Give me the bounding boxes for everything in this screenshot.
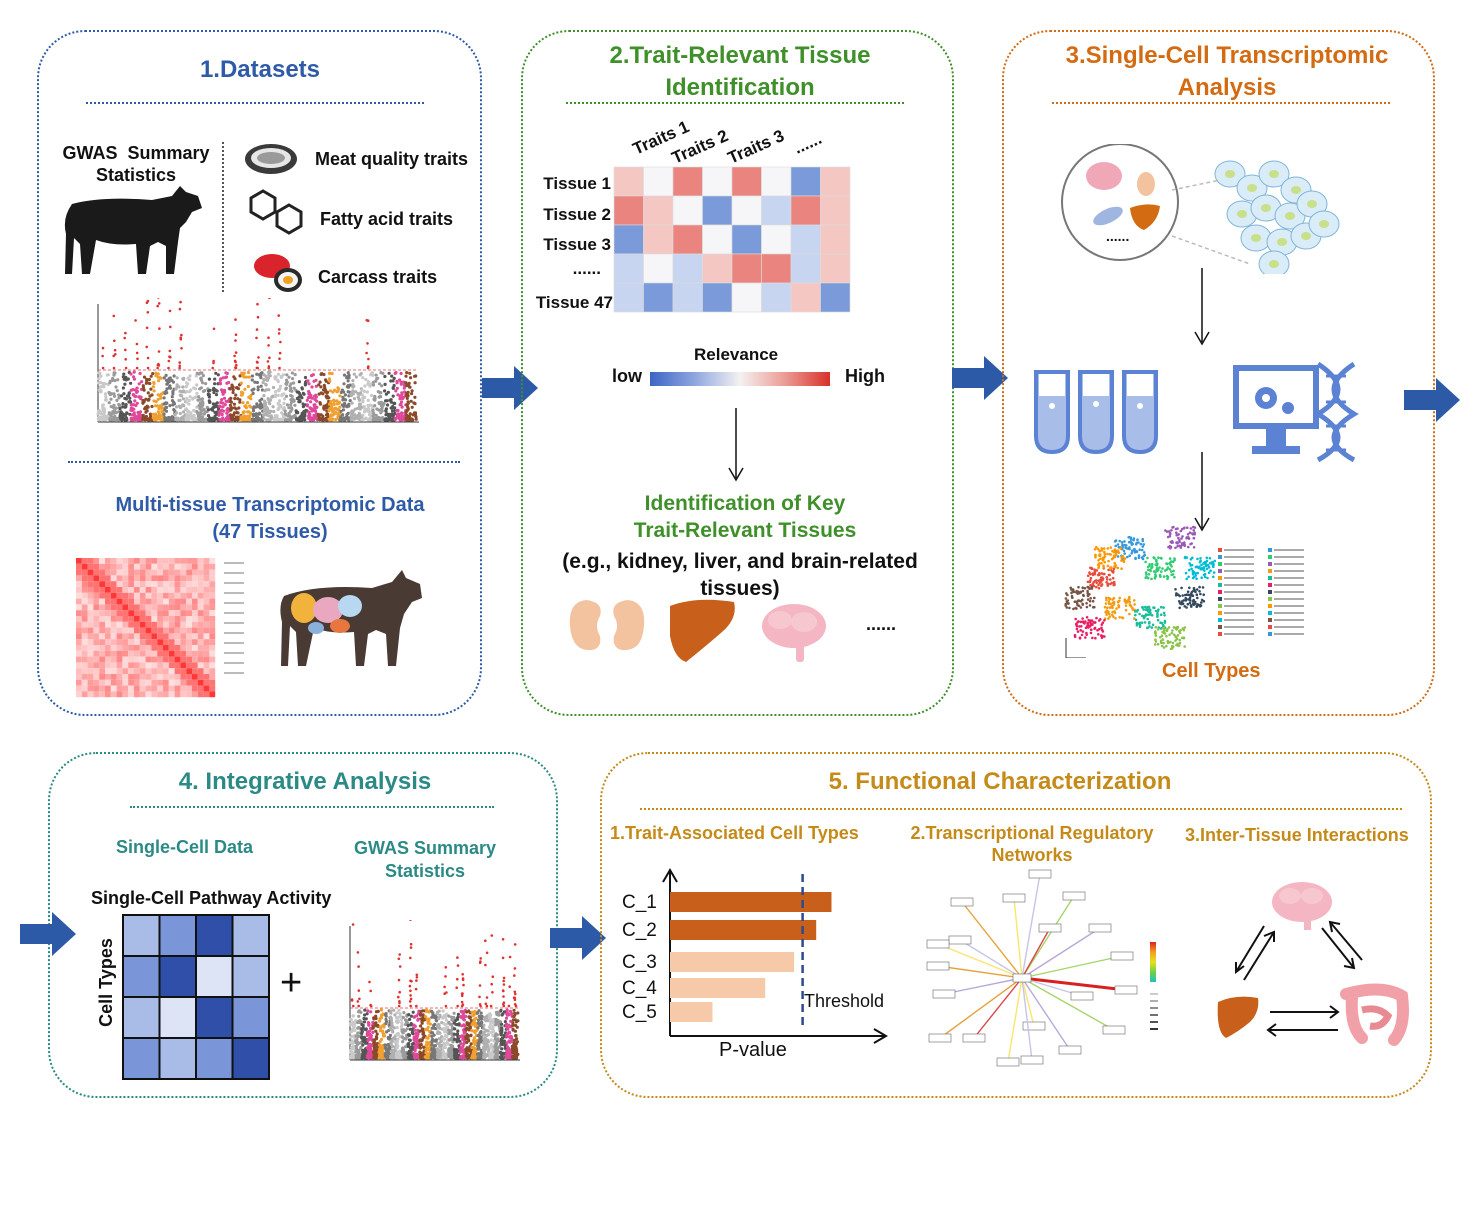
correlation-heatmap: [76, 558, 244, 698]
bar-c_1: [670, 892, 832, 912]
cell-types-label: Cell Types: [1162, 660, 1261, 682]
regulatory-network: [926, 869, 1158, 1067]
single-cell-data-label: Single-Cell Data: [116, 837, 254, 857]
trait-tissue-heatmap: Traits 1 Traits 2 Traits 3 ...... Tissue…: [536, 117, 851, 313]
bar-c_3: [670, 952, 795, 972]
sushi-icon: [254, 254, 302, 292]
plus-sign: +: [280, 962, 303, 1004]
tissue-label: Tissue 47: [536, 293, 613, 312]
datasets-divider: [68, 461, 460, 463]
cow-icon: [64, 186, 202, 274]
multi-tissue-label-1: Multi-tissue Transcriptomic Data: [115, 494, 425, 516]
pathway-activity-heatmap: [122, 914, 270, 1080]
single-cell-title-2: Analysis: [1177, 74, 1277, 101]
brain-icon: [1272, 882, 1332, 930]
down-arrow: [1194, 268, 1210, 346]
example-tissues-1: (e.g., kidney, liver, and brain-related: [562, 550, 918, 573]
gwas-label-2: Statistics: [384, 861, 466, 881]
flow-arrow-3: [1404, 378, 1460, 422]
tissue-label: Tissue 2: [543, 205, 611, 224]
example-tissues-2: tissues): [700, 577, 780, 600]
tissue-title-1: 2.Trait-Relevant Tissue: [609, 42, 871, 69]
flow-arrow-4: [20, 912, 76, 956]
functional-panel: [600, 752, 1432, 1098]
high-label: High: [845, 366, 885, 386]
flow-arrow-1: [482, 366, 538, 410]
liver-icon: [670, 599, 735, 662]
sub-regulatory-2: Networks: [991, 845, 1073, 865]
bar-label: C_1: [622, 892, 657, 913]
trait-label: Traits 3: [725, 126, 787, 168]
down-arrow: [728, 408, 744, 482]
organ-more-dots: ......: [1106, 228, 1130, 244]
relevance-label: Relevance: [694, 345, 779, 364]
brain-icon: [762, 604, 826, 662]
single-cell-title-1: 3.Single-Cell Transcriptomic: [1065, 42, 1389, 69]
manhattan-plot: [96, 298, 419, 423]
trait-label: ......: [791, 129, 825, 158]
tissue-label: ......: [573, 259, 601, 278]
meat-icon: [245, 144, 297, 174]
multi-tissue-label-2: (47 Tissues): [212, 521, 328, 543]
molecule-icon: [249, 189, 303, 235]
kidney-icon: [569, 600, 645, 651]
meat-quality-label: Meat quality traits: [315, 149, 469, 169]
functional-title: 5. Functional Characterization: [828, 768, 1172, 795]
inter-tissue-diagram: [1217, 882, 1409, 1046]
cow-anatomy-icon: [280, 570, 422, 666]
threshold-label: Threshold: [804, 991, 884, 1011]
gwas-divider: [222, 142, 224, 292]
sub-inter-tissue: 3.Inter-Tissue Interactions: [1185, 825, 1409, 845]
single-cell-title-underline: [1052, 102, 1390, 104]
tissue-label: Tissue 3: [543, 235, 611, 254]
tissue-label: Tissue 1: [543, 174, 611, 193]
bar-c_2: [670, 920, 817, 940]
datasets-title-underline: [86, 102, 424, 104]
manhattan-plot: [348, 920, 520, 1061]
test-tubes-icon: [1034, 370, 1158, 455]
tissue-to-cells-illustration: [1061, 144, 1340, 274]
bar-label: C_2: [622, 920, 657, 941]
bar-label: C_4: [622, 978, 657, 999]
computer-dna-icon: [1233, 362, 1359, 462]
flow-arrow-5: [550, 916, 606, 960]
pathway-activity-label: Single-Cell Pathway Activity: [91, 888, 332, 908]
cell-types-axis-label: Cell Types: [95, 938, 116, 1027]
key-tissue-label-2: Trait-Relevant Tissues: [633, 519, 857, 542]
tissue-title-underline: [566, 102, 904, 104]
pvalue-axis-label: P-value: [719, 1039, 787, 1061]
sub-regulatory-1: 2.Transcriptional Regulatory: [910, 823, 1154, 843]
intestine-icon: [1340, 983, 1409, 1046]
functional-title-underline: [640, 808, 1402, 810]
relevance-colorbar: [650, 372, 830, 386]
datasets-panel: [37, 30, 482, 716]
tissue-title-2: Identification: [665, 74, 815, 101]
low-label: low: [612, 366, 642, 386]
gwas-label-1: GWAS Summary: [353, 838, 497, 858]
bar-c_5: [670, 1002, 713, 1022]
sub-trait-cell-types: 1.Trait-Associated Cell Types: [610, 823, 859, 843]
down-arrow: [1194, 452, 1210, 532]
bar-label: C_5: [622, 1002, 657, 1023]
integrative-title-underline: [130, 806, 494, 808]
cell-type-bar-chart: C_1C_2C_3C_4C_5 Threshold P-value: [622, 868, 888, 1061]
single-cell-panel: [1002, 30, 1435, 716]
integrative-title: 4. Integrative Analysis: [178, 768, 432, 795]
bar-label: C_3: [622, 952, 657, 973]
fatty-acid-label: Fatty acid traits: [320, 209, 454, 229]
carcass-label: Carcass traits: [318, 267, 438, 287]
datasets-title: 1.Datasets: [199, 56, 321, 83]
liver-icon: [1217, 996, 1259, 1038]
tsne-cluster-plot: [1064, 525, 1304, 658]
tissue-more-dots: ......: [866, 614, 897, 634]
bar-c_4: [670, 978, 766, 998]
flow-arrow-2: [952, 356, 1008, 400]
key-tissue-label-1: Identification of Key: [644, 492, 846, 515]
gwas-summary-label: GWAS Summary Statistics: [62, 143, 210, 185]
